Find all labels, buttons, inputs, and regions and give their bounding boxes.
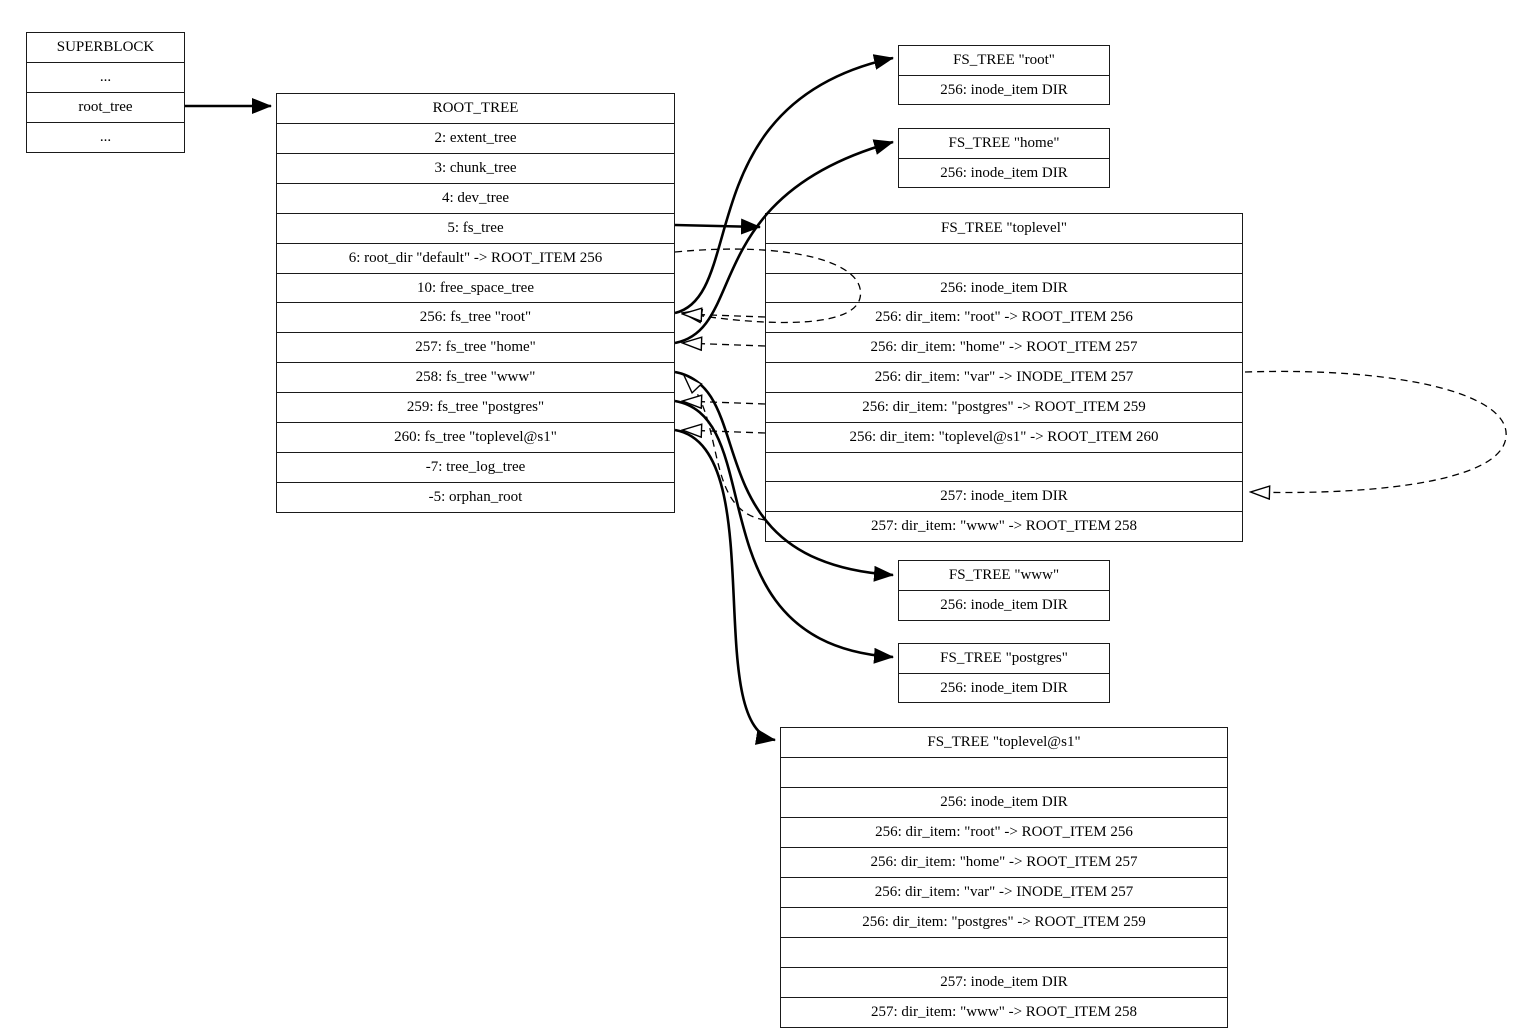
- table-row: 256: inode_item DIR: [899, 157, 1109, 188]
- fs-tree-home-node: FS_TREE "home" 256: inode_item DIR: [898, 128, 1110, 188]
- table-row: 256: dir_item: "var" -> INODE_ITEM 257: [781, 877, 1227, 907]
- table-row: 5: fs_tree: [277, 212, 674, 243]
- superblock-rows: ...root_tree...: [27, 62, 184, 152]
- table-row: -5: orphan_root: [277, 481, 674, 512]
- table-row: 257: dir_item: "www" -> ROOT_ITEM 258: [781, 997, 1227, 1027]
- fs-tree-root-header: FS_TREE "root": [953, 52, 1055, 68]
- edge-toplevel-dir-var-loop-to-257-inode: [1244, 370, 1507, 492]
- fs-tree-root-node: FS_TREE "root" 256: inode_item DIR: [898, 45, 1110, 105]
- table-row: 10: free_space_tree: [277, 272, 674, 303]
- table-row: 6: root_dir "default" -> ROOT_ITEM 256: [277, 242, 674, 273]
- edge-260-to-fs-tree-toplevel-s1: [674, 428, 776, 745]
- table-row: root_tree: [27, 92, 184, 122]
- edge-toplevel-dir-home-to-257: [683, 343, 766, 346]
- table-row: ...: [27, 62, 184, 92]
- table-row: -7: tree_log_tree: [277, 452, 674, 482]
- edge-fs-tree-to-toplevel: [674, 218, 761, 235]
- fs-tree-root-rows: 256: inode_item DIR: [899, 74, 1109, 105]
- table-row: 3: chunk_tree: [277, 152, 674, 183]
- table-row: 260: fs_tree "toplevel@s1": [277, 422, 674, 452]
- table-row: 257: dir_item: "www" -> ROOT_ITEM 258: [766, 511, 1242, 541]
- fs-tree-toplevel-s1-header: FS_TREE "toplevel@s1": [927, 734, 1081, 750]
- fs-tree-toplevel-s1-node: FS_TREE "toplevel@s1" 256: inode_item DI…: [780, 727, 1228, 1028]
- table-row: 257: inode_item DIR: [766, 481, 1242, 511]
- table-row: 256: dir_item: "home" -> ROOT_ITEM 257: [766, 332, 1242, 362]
- table-row: 258: fs_tree "www": [277, 362, 674, 392]
- table-row: 259: fs_tree "postgres": [277, 392, 674, 422]
- table-row: 4: dev_tree: [277, 182, 674, 213]
- superblock-header: SUPERBLOCK: [56, 39, 155, 55]
- table-row: 256: dir_item: "toplevel@s1" -> ROOT_ITE…: [766, 421, 1242, 452]
- fs-tree-toplevel-header: FS_TREE "toplevel": [941, 220, 1067, 236]
- table-row: [781, 757, 1227, 787]
- table-row: [766, 242, 1242, 273]
- fs-tree-postgres-rows: 256: inode_item DIR: [899, 672, 1109, 703]
- table-row: 257: inode_item DIR: [781, 967, 1227, 997]
- table-row: 256: fs_tree "root": [277, 302, 674, 332]
- table-row: 256: dir_item: "root" -> ROOT_ITEM 256: [781, 817, 1227, 847]
- table-row: [781, 937, 1227, 967]
- fs-tree-postgres-header: FS_TREE "postgres": [940, 650, 1068, 666]
- table-row: 256: inode_item DIR: [899, 672, 1109, 703]
- edge-toplevel-dir-root-to-256: [683, 314, 766, 317]
- table-row: ...: [27, 122, 184, 152]
- fs-tree-home-header: FS_TREE "home": [948, 135, 1060, 151]
- edge-toplevel-dir-toplevel-s1-to-260: [683, 430, 766, 433]
- table-row: 256: dir_item: "root" -> ROOT_ITEM 256: [766, 302, 1242, 332]
- table-row: [766, 451, 1242, 482]
- table-row: 256: dir_item: "postgres" -> ROOT_ITEM 2…: [766, 391, 1242, 422]
- superblock-node: SUPERBLOCK ...root_tree...: [26, 32, 185, 153]
- table-row: 256: inode_item DIR: [899, 590, 1109, 620]
- table-row: 256: inode_item DIR: [899, 74, 1109, 105]
- table-row: 257: fs_tree "home": [277, 332, 674, 362]
- table-row: 256: dir_item: "var" -> INODE_ITEM 257: [766, 362, 1242, 392]
- table-row: 256: dir_item: "postgres" -> ROOT_ITEM 2…: [781, 907, 1227, 937]
- fs-tree-www-node: FS_TREE "www" 256: inode_item DIR: [898, 560, 1110, 621]
- fs-tree-postgres-node: FS_TREE "postgres" 256: inode_item DIR: [898, 643, 1110, 703]
- table-row: 256: dir_item: "home" -> ROOT_ITEM 257: [781, 847, 1227, 877]
- fs-tree-www-rows: 256: inode_item DIR: [899, 590, 1109, 620]
- fs-tree-www-header: FS_TREE "www": [948, 567, 1060, 583]
- table-row: 2: extent_tree: [277, 122, 674, 153]
- fs-tree-home-rows: 256: inode_item DIR: [899, 157, 1109, 188]
- root-tree-header: ROOT_TREE: [432, 100, 519, 116]
- edge-toplevel-dir-www-to-258: [684, 375, 766, 521]
- edge-toplevel-dir-postgres-to-259: [683, 401, 766, 404]
- table-row: 256: inode_item DIR: [781, 787, 1227, 817]
- table-row: 256: inode_item DIR: [766, 272, 1242, 303]
